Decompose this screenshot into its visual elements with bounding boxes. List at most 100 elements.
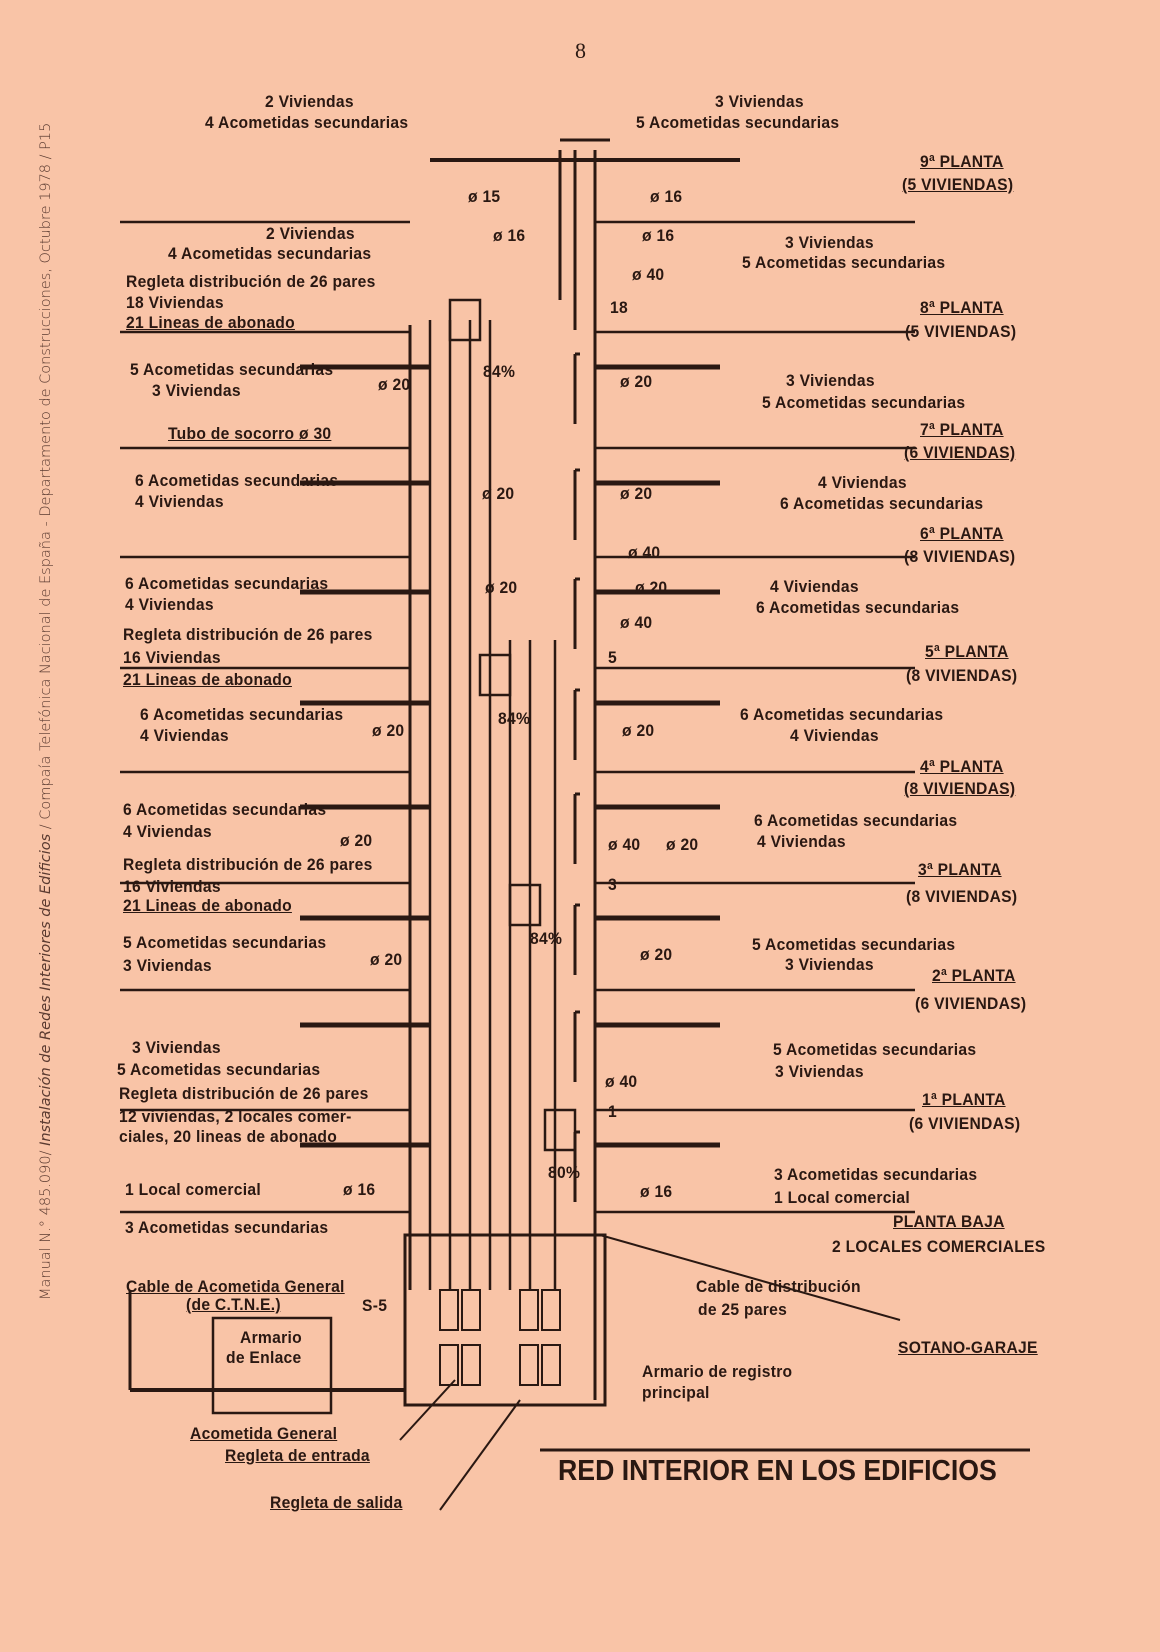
diagram-label: SOTANO-GARAJE (898, 1338, 1038, 1357)
diagram-label: Regleta de salida (270, 1493, 403, 1512)
diagram-label: (de C.T.N.E.) (186, 1295, 281, 1314)
diagram-label: Acometida General (190, 1424, 338, 1443)
diagram-label: 4 Viviendas (790, 726, 879, 745)
diagram-label: 4 Viviendas (770, 577, 859, 596)
diagram-label: ø 20 (640, 945, 673, 964)
diagram-label: (8 VIVIENDAS) (906, 666, 1018, 685)
diagram-label: 16 Viviendas (123, 877, 221, 896)
diagram-label: ø 40 (628, 543, 661, 562)
diagram-label: 3ª PLANTA (918, 860, 1002, 879)
diagram-label: 3 Viviendas (132, 1038, 221, 1057)
diagram-label: 3 Acometidas secundarias (774, 1165, 978, 1184)
terminal-strip (519, 1344, 539, 1386)
diagram-label: 3 Viviendas (785, 955, 874, 974)
diagram-label: 4 Viviendas (123, 822, 212, 841)
diagram-label: 4 Viviendas (818, 473, 907, 492)
diagram-label: 4 Acometidas secundarias (168, 244, 372, 263)
diagram-label: ø 20 (378, 375, 411, 394)
diagram-label: 5 Acometidas secundarias (636, 113, 840, 132)
diagram-label: 3 Viviendas (152, 381, 241, 400)
diagram-label: 4 Viviendas (125, 595, 214, 614)
diagram-label: ø 20 (622, 721, 655, 740)
page-number: 8 (575, 38, 586, 63)
diagram-label: Regleta distribución de 26 pares (119, 1084, 369, 1103)
diagram-label: ø 16 (640, 1182, 673, 1201)
diagram-label: 5 Acometidas secundarias (762, 393, 966, 412)
diagram-label: 21 Lineas de abonado (123, 670, 292, 689)
diagram-label: ø 16 (642, 226, 675, 245)
leader-line (439, 1399, 521, 1511)
diagram-label: 2 Viviendas (265, 92, 354, 111)
terminal-strip (541, 1289, 561, 1331)
diagram-label: 84% (530, 929, 563, 948)
diagram-label: ø 20 (372, 721, 405, 740)
diagram-label: 5 Acometidas secundarias (742, 253, 946, 272)
diagram-label: (5 VIVIENDAS) (905, 322, 1017, 341)
diagram-label: ø 20 (620, 484, 653, 503)
diagram-label: 6 Acometidas secundarias (125, 574, 329, 593)
diagram-label: 6 Acometidas secundarias (740, 705, 944, 724)
diagram-label: 2ª PLANTA (932, 966, 1016, 985)
diagram-label: 7ª PLANTA (920, 420, 1004, 439)
diagram-label: Regleta distribución de 26 pares (123, 625, 373, 644)
diagram-label: 5 Acometidas secundarias (752, 935, 956, 954)
diagram-label: 3 Viviendas (715, 92, 804, 111)
diagram-title: RED INTERIOR EN LOS EDIFICIOS (558, 1455, 997, 1487)
diagram-label: 3 Viviendas (775, 1062, 864, 1081)
distribution-strip (448, 298, 482, 342)
diagram-label: ø 16 (343, 1180, 376, 1199)
diagram-label: 84% (483, 362, 516, 381)
diagram-label: 1 Local comercial (125, 1180, 261, 1199)
diagram-label: ø 20 (485, 578, 518, 597)
diagram-label: ø 16 (493, 226, 526, 245)
diagram-label: ø 20 (620, 372, 653, 391)
diagram-label: 3 (608, 875, 617, 894)
diagram-label: 5 Acometidas secundarias (117, 1060, 321, 1079)
diagram-label: 8ª PLANTA (920, 298, 1004, 317)
terminal-strip (461, 1289, 481, 1331)
diagram-label: 9ª PLANTA (920, 152, 1004, 171)
diagram-label: (8 VIVIENDAS) (904, 547, 1016, 566)
diagram-label: 1ª PLANTA (922, 1090, 1006, 1109)
entrance-cabinet (211, 1316, 333, 1415)
diagram-label: 6 Acometidas secundarias (756, 598, 960, 617)
diagram-label: 6 Acometidas secundarias (754, 811, 958, 830)
diagram-label: ø 20 (666, 835, 699, 854)
diagram-label: (6 VIVIENDAS) (909, 1114, 1021, 1133)
diagram-label: Regleta distribución de 26 pares (123, 855, 373, 874)
diagram-label: Armario de registro (642, 1362, 793, 1381)
leader-line (399, 1379, 456, 1441)
diagram-label: ø 20 (635, 578, 668, 597)
diagram-label: Cable de Acometida General (126, 1277, 345, 1296)
diagram-label: 6 Acometidas secundarias (780, 494, 984, 513)
diagram-label: 3 Viviendas (786, 371, 875, 390)
diagram-label: 1 Local comercial (774, 1188, 910, 1207)
diagram-label: Tubo de socorro ø 30 (168, 424, 332, 443)
diagram-label: 4ª PLANTA (920, 757, 1004, 776)
diagram-label: 16 Viviendas (123, 648, 221, 667)
diagram-label: de Enlace (226, 1348, 302, 1367)
diagram-label: ø 20 (370, 950, 403, 969)
terminal-strip (439, 1289, 459, 1331)
diagram-label: 6 Acometidas secundarias (123, 800, 327, 819)
distribution-strip (508, 883, 542, 927)
distribution-strip (543, 1108, 577, 1152)
diagram-label: 80% (548, 1163, 581, 1182)
diagram-label: 12 viviendas, 2 locales comer- (119, 1107, 352, 1126)
diagram-label: 18 Viviendas (126, 293, 224, 312)
terminal-strip (541, 1344, 561, 1386)
diagram-label: ø 40 (608, 835, 641, 854)
diagram-label: 6 Acometidas secundarias (135, 471, 339, 490)
diagram-label: Regleta distribución de 26 pares (126, 272, 376, 291)
diagram-label: ø 40 (620, 613, 653, 632)
diagram-label: 3 Acometidas secundarias (125, 1218, 329, 1237)
diagram-label: 5 Acometidas secundarias (130, 360, 334, 379)
diagram-label: (5 VIVIENDAS) (902, 175, 1014, 194)
diagram-label: S-5 (362, 1296, 388, 1315)
distribution-strip (478, 653, 512, 697)
main-registry-cabinet (403, 1233, 607, 1407)
diagram-label: 6 Acometidas secundarias (140, 705, 344, 724)
diagram-label: 5ª PLANTA (925, 642, 1009, 661)
diagram-label: 2 LOCALES COMERCIALES (832, 1237, 1046, 1256)
